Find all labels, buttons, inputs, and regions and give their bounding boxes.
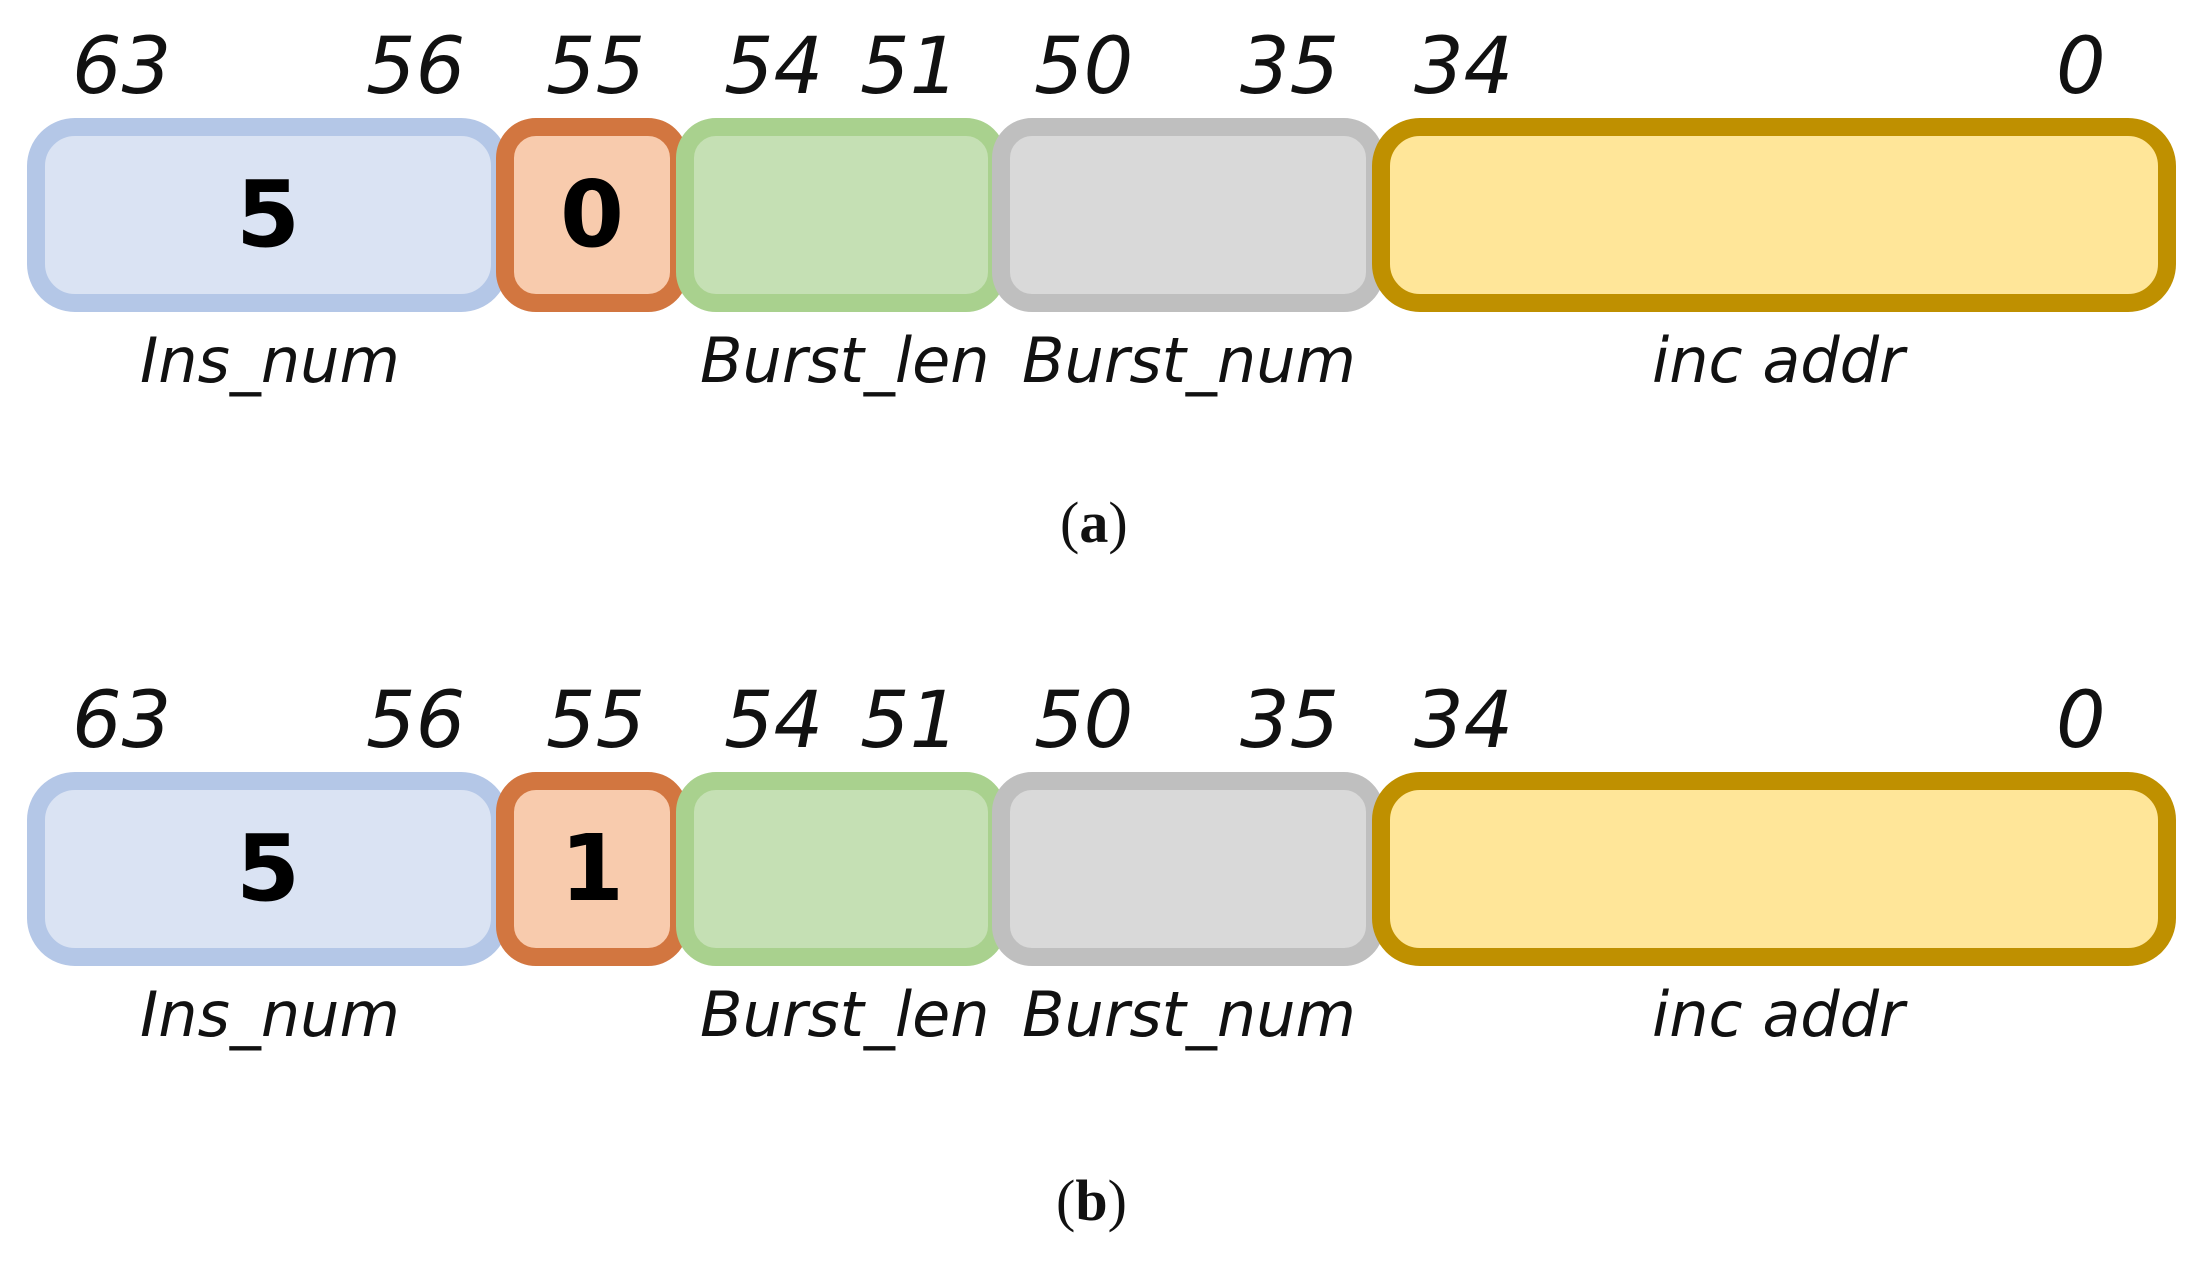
bit-index-51: 51 bbox=[860, 676, 960, 766]
inc-addr-field bbox=[1372, 772, 2176, 966]
burst-num-field bbox=[992, 118, 1384, 312]
bit-index-56: 56 bbox=[366, 22, 466, 112]
bit-index-54: 54 bbox=[724, 22, 824, 112]
ins-num-value: 5 bbox=[235, 161, 300, 268]
bit-index-51: 51 bbox=[860, 22, 960, 112]
burst-len-field bbox=[676, 772, 1006, 966]
bit-index-50: 50 bbox=[1034, 22, 1134, 112]
inc-addr-field bbox=[1372, 118, 2176, 312]
burst-len-label: Burst_len bbox=[700, 978, 990, 1051]
bit-index-0: 0 bbox=[2056, 22, 2106, 112]
bit-index-63: 63 bbox=[72, 22, 172, 112]
caption-a: (a) bbox=[1060, 490, 1128, 555]
bit-index-55: 55 bbox=[546, 22, 646, 112]
bit-index-34: 34 bbox=[1414, 22, 1514, 112]
ins-num-value: 5 bbox=[235, 815, 300, 922]
bit-index-0: 0 bbox=[2056, 676, 2106, 766]
flag-field: 0 bbox=[496, 118, 688, 312]
inc-addr-label: inc addr bbox=[1652, 978, 1905, 1051]
instruction-format-diagram-a: 63 56 55 54 51 50 35 34 0 5 0 Ins_num Bu… bbox=[0, 0, 2201, 630]
burst-len-field bbox=[676, 118, 1006, 312]
ins-num-field: 5 bbox=[27, 772, 509, 966]
bit-index-34: 34 bbox=[1414, 676, 1514, 766]
bit-index-56: 56 bbox=[366, 676, 466, 766]
burst-num-label: Burst_num bbox=[1022, 324, 1356, 397]
bit-index-55: 55 bbox=[546, 676, 646, 766]
bit-index-54: 54 bbox=[724, 676, 824, 766]
ins-num-field: 5 bbox=[27, 118, 509, 312]
bit-index-35: 35 bbox=[1240, 676, 1340, 766]
flag-field: 1 bbox=[496, 772, 688, 966]
bit-index-63: 63 bbox=[72, 676, 172, 766]
flag-value: 0 bbox=[559, 161, 624, 268]
inc-addr-label: inc addr bbox=[1652, 324, 1905, 397]
burst-num-field bbox=[992, 772, 1384, 966]
bit-index-50: 50 bbox=[1034, 676, 1134, 766]
bit-index-35: 35 bbox=[1240, 22, 1340, 112]
burst-len-label: Burst_len bbox=[700, 324, 990, 397]
ins-num-label: Ins_num bbox=[140, 324, 400, 397]
instruction-format-diagram-b: 63 56 55 54 51 50 35 34 0 5 1 Ins_num Bu… bbox=[0, 654, 2201, 1284]
burst-num-label: Burst_num bbox=[1022, 978, 1356, 1051]
ins-num-label: Ins_num bbox=[140, 978, 400, 1051]
caption-b: (b) bbox=[1056, 1168, 1127, 1233]
flag-value: 1 bbox=[559, 815, 624, 922]
